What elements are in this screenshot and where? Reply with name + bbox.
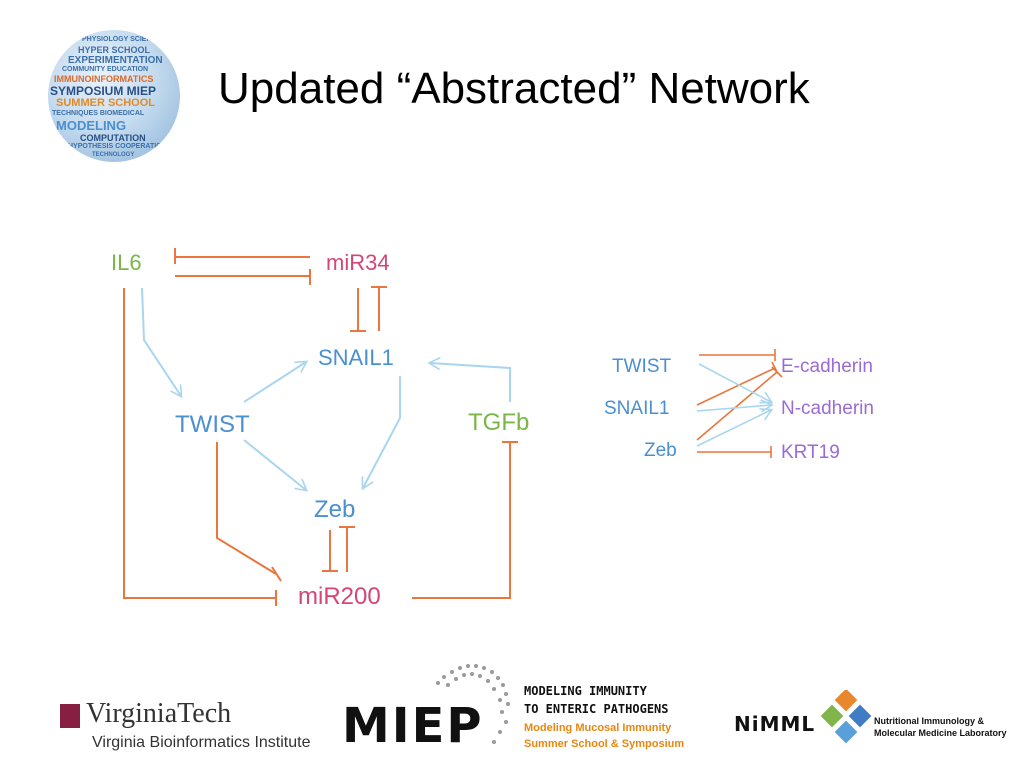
node-il6: IL6 xyxy=(111,250,142,275)
node-tgfb-suffix: b xyxy=(516,409,529,436)
edge-snail1-activates-ncadherin xyxy=(696,399,774,413)
node-tgfb-main: TGF xyxy=(468,409,516,436)
node-twist: TWIST xyxy=(175,411,250,438)
miep-line-1: MODELING IMMUNITY xyxy=(524,684,647,698)
logo-word: TECHNIQUES BIOMEDICAL xyxy=(52,110,145,117)
logo-word: SYMPOSIUM MIEP xyxy=(50,84,157,98)
target-regulator-zeb: Zeb xyxy=(644,440,677,461)
target-regulator-snail1: SNAIL1 xyxy=(604,398,669,419)
logo-word: EXPERIMENTATION xyxy=(68,55,163,66)
inhibit-bar xyxy=(271,566,282,582)
miep-line-4: Summer School & Symposium xyxy=(524,738,685,750)
virginia-tech-name: VirginiaTech xyxy=(86,698,232,729)
vbi-name: Virginia Bioinformatics Institute xyxy=(92,734,311,751)
logo-word: IMMUNOINFORMATICS xyxy=(54,74,154,84)
target-gene-ncadherin: N-cadherin xyxy=(781,398,874,419)
edge-twist-inhibits-mir200 xyxy=(216,442,277,575)
target-regulator-twist: TWIST xyxy=(612,356,671,377)
logo-word: HYPER SCHOOL xyxy=(78,45,151,55)
edge-il6-inhibits-mir200 xyxy=(123,288,276,599)
edge-twist-activates-snail1 xyxy=(243,360,309,403)
miep-dots-icon xyxy=(436,664,510,744)
nimml-line-2: Molecular Medicine Laboratory xyxy=(874,728,1007,738)
inhibit-bar xyxy=(771,366,783,378)
node-snail1: SNAIL1 xyxy=(318,345,394,370)
symposium-logo: PHYSIOLOGY SCIENCE HYPER SCHOOL EXPERIME… xyxy=(48,30,180,162)
logo-word: HYPOTHESIS COOPERATION xyxy=(68,143,167,150)
logo-word: MODELING xyxy=(56,118,127,133)
miep-line-2: TO ENTERIC PATHOGENS xyxy=(524,702,669,716)
slide-title: Updated “Abstracted” Network xyxy=(218,64,810,113)
logo-word: COMPUTATION xyxy=(80,133,146,143)
edge-twist-activates-ncadherin xyxy=(698,363,774,404)
miep-line-3: Modeling Mucosal Immunity xyxy=(524,722,672,734)
node-mir200: miR200 xyxy=(298,583,381,610)
nimml-diamond-icon xyxy=(820,690,872,744)
logo-word: SUMMER SCHOOL xyxy=(56,97,155,109)
edge-mir200-inhibits-tgfb xyxy=(412,442,511,599)
nimml-line-1: Nutritional Immunology & xyxy=(874,716,984,726)
edge-twist-activates-zeb xyxy=(243,439,309,492)
node-zeb: Zeb xyxy=(314,496,355,523)
edge-il6-activates-twist xyxy=(141,287,183,399)
target-gene-ecadherin: E-cadherin xyxy=(781,356,873,377)
edge-zeb-activates-ncadherin xyxy=(696,408,774,447)
edge-snail1-activates-zeb xyxy=(361,376,401,491)
miep-logo-word: MIEP xyxy=(342,698,484,754)
nimml-logo-word: NiMML xyxy=(734,712,816,736)
edge-snail1-inhibits-ecadherin xyxy=(696,367,776,406)
footer-logos: VirginiaTech Virginia Bioinformatics Ins… xyxy=(0,660,1024,760)
logo-word: TECHNOLOGY xyxy=(92,152,135,158)
edge-tgfb-activates-snail1 xyxy=(427,356,511,402)
virginia-tech-shield-icon xyxy=(60,704,80,728)
node-tgfb: TGFb xyxy=(468,409,529,436)
edge-zeb-inhibits-ecadherin xyxy=(696,371,778,441)
logo-word: PHYSIOLOGY SCIENCE xyxy=(82,36,162,43)
target-gene-krt19: KRT19 xyxy=(781,442,840,463)
logo-word: COMMUNITY EDUCATION xyxy=(62,66,149,73)
node-mir34: miR34 xyxy=(326,250,390,275)
